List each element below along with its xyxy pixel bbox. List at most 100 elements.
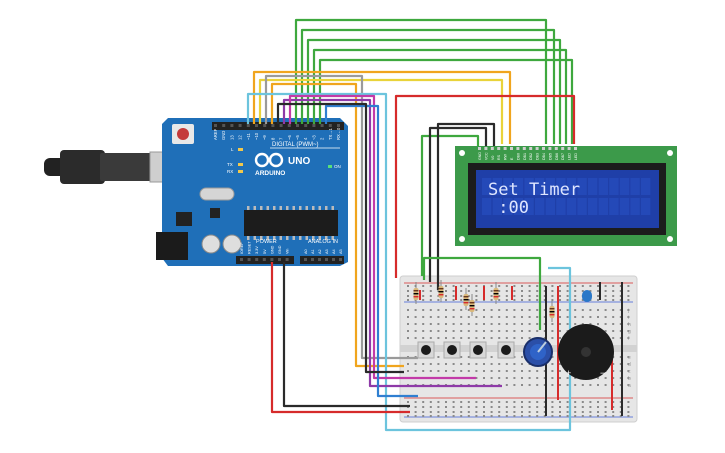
push-button-cap[interactable] — [421, 345, 431, 355]
breadboard-hole — [612, 330, 615, 332]
digital-pin-socket — [304, 124, 308, 127]
chip-pin — [292, 206, 295, 210]
breadboard-hole — [407, 290, 409, 292]
breadboard-hole — [460, 415, 463, 417]
chip-pin — [292, 236, 295, 240]
breadboard-hole — [604, 384, 607, 386]
breadboard-hole — [627, 337, 630, 339]
lcd-pin — [490, 147, 494, 150]
buzzer-minus-label: − — [600, 368, 605, 378]
lcd-pin — [484, 147, 488, 150]
breadboard-hole — [483, 370, 485, 372]
breadboard-hole — [589, 309, 592, 311]
resistor-band — [463, 296, 469, 298]
lcd-pin — [478, 147, 481, 150]
breadboard-hole — [521, 290, 523, 292]
breadboard-hole — [543, 330, 546, 332]
wire-orange-lcd — [252, 70, 512, 144]
breadboard-hole — [581, 384, 584, 386]
breadboard-hole — [536, 309, 539, 311]
breadboard-hole — [619, 299, 622, 301]
breadboard-hole — [429, 316, 432, 318]
breadboard-hole — [498, 377, 501, 379]
breadboard-hole — [407, 299, 409, 301]
lcd-char-cell — [588, 198, 598, 215]
lcd-pin — [554, 147, 558, 150]
push-button-cap[interactable] — [501, 345, 511, 355]
lcd-char-cell — [577, 198, 587, 215]
lcd-pin — [529, 147, 533, 150]
push-button-cap[interactable] — [473, 345, 483, 355]
breadboard-hole — [612, 299, 615, 301]
breadboard-hole — [627, 316, 630, 318]
breadboard-hole — [559, 316, 561, 318]
breadboard-hole — [414, 309, 417, 311]
breadboard-hole — [589, 323, 592, 325]
breadboard-hole — [619, 363, 622, 365]
breadboard-hole — [467, 411, 470, 413]
resistor-band — [549, 311, 555, 313]
breadboard-hole — [597, 401, 599, 403]
breadboard-hole — [528, 337, 531, 339]
potentiometer-indicator — [537, 341, 547, 353]
push-button-cap[interactable] — [447, 345, 457, 355]
row-letter: d — [628, 362, 631, 368]
breadboard-hole — [422, 285, 425, 287]
digital-pin-label: 13 — [229, 135, 234, 140]
breadboard-hole — [604, 323, 607, 325]
potentiometer[interactable] — [523, 337, 553, 367]
breadboard-hole — [467, 337, 470, 339]
lcd-char-cell — [609, 198, 619, 215]
breadboard-hole — [627, 401, 630, 403]
chip-pin — [331, 236, 334, 240]
breadboard-hole — [619, 330, 622, 332]
power-pin-label: GND — [278, 245, 282, 254]
lcd-char-cell — [556, 178, 566, 195]
lcd-pin-label: DB3 — [536, 153, 540, 160]
breadboard-hole — [460, 290, 463, 292]
chip-pin — [266, 236, 269, 240]
lcd-pin — [497, 147, 501, 150]
analog-pin-socket — [304, 258, 307, 261]
breadboard-hole — [521, 415, 523, 417]
wire-yellow-lcd — [258, 78, 504, 144]
breadboard-hole — [619, 370, 622, 372]
breadboard-hole — [574, 384, 577, 386]
breadboard-hole — [574, 377, 577, 379]
breadboard-hole — [475, 370, 478, 372]
reset-button-cap[interactable] — [177, 128, 189, 140]
breadboard-hole — [460, 299, 463, 301]
breadboard-hole — [498, 337, 501, 339]
lcd-char-cell — [566, 178, 577, 195]
breadboard-hole — [445, 323, 447, 325]
breadboard-hole — [475, 323, 478, 325]
breadboard-hole — [604, 406, 607, 408]
resistor-band — [413, 296, 419, 298]
lcd-char-cell — [619, 198, 630, 215]
led — [582, 290, 592, 302]
breadboard-hole — [414, 406, 417, 408]
breadboard-hole — [521, 401, 523, 403]
breadboard-hole — [452, 330, 455, 332]
breadboard-hole — [445, 290, 447, 292]
breadboard-hole — [559, 406, 561, 408]
breadboard-hole — [475, 285, 478, 287]
breadboard-hole — [414, 323, 417, 325]
breadboard-hole — [566, 406, 569, 408]
breadboard-hole — [581, 285, 584, 287]
breadboard-hole — [422, 363, 425, 365]
breadboard-hole — [543, 401, 546, 403]
breadboard-hole — [513, 285, 516, 287]
breadboard-hole — [498, 295, 501, 297]
breadboard-hole — [475, 377, 478, 379]
breadboard-hole — [490, 401, 493, 403]
wire-red-lcd-vcc — [394, 94, 576, 278]
arduino-logo — [254, 152, 284, 168]
breadboard-hole — [574, 401, 577, 403]
breadboard-hole — [528, 295, 531, 297]
breadboard-hole — [437, 415, 440, 417]
breadboard-hole — [604, 295, 607, 297]
analog-header — [300, 256, 344, 264]
led-tx-label: TX — [227, 162, 233, 167]
breadboard-hole — [619, 309, 622, 311]
